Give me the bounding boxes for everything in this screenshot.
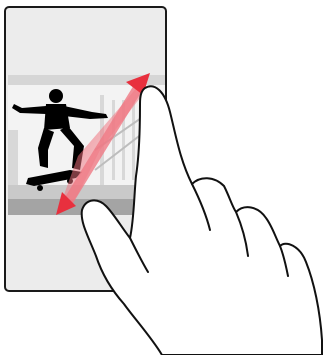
pinch-zoom-illustration	[0, 0, 324, 355]
